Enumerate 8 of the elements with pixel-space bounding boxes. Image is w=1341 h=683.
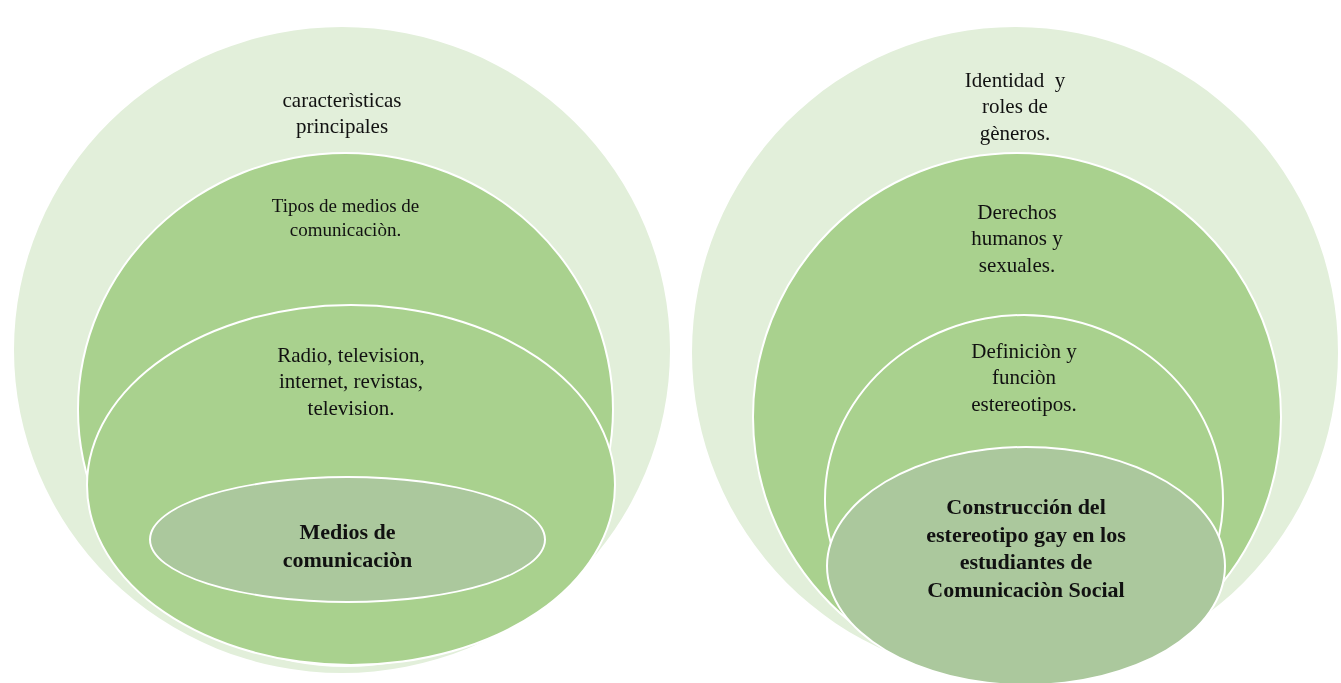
circle-label: Derechos humanos y sexuales. [970,199,1064,278]
circle-label: Identidad y roles de gèneros. [963,67,1067,146]
circle-label: Radio, television, internet, revistas, television. [276,342,426,421]
circle-label: Construcción del estereotipo gay en los estudiantes de Comunicaciòn Social [925,493,1127,603]
circle-label: Definiciòn y funciòn estereotipos. [970,338,1078,417]
circle-label: Tipos de medios de comunicaciòn. [270,194,421,242]
circle-label: Medios de comunicaciòn [281,518,414,573]
circle-label: caracterìsticas principales [281,87,403,140]
